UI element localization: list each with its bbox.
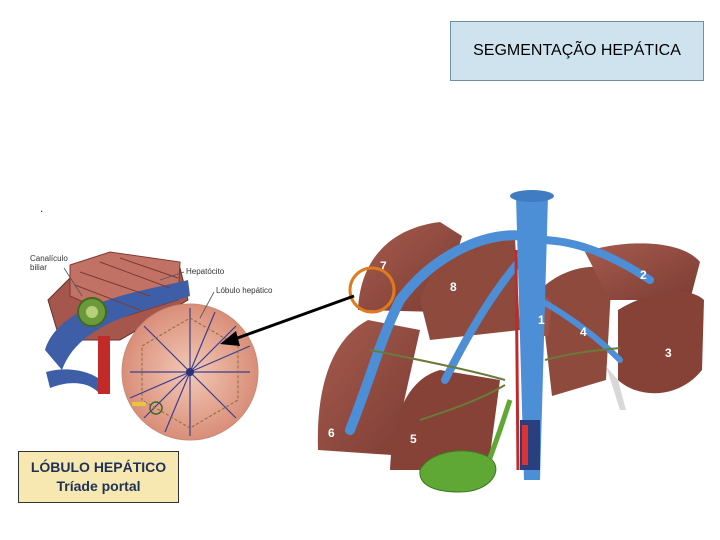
highlight-circle [348, 266, 396, 314]
left-hepatic-vein [345, 230, 533, 435]
lobule-illustration: Canalículo biliar Hepatócito Lóbulo hepá… [30, 201, 273, 441]
segment-5-lobe [390, 370, 500, 470]
connector-arrow [220, 294, 355, 346]
segment-3-label: 3 [665, 346, 672, 360]
cystic-duct [487, 399, 513, 459]
leader-canaliculo [63, 267, 83, 297]
blue-vein-tube-lower [46, 369, 110, 392]
segment-1-label: 1 [538, 313, 545, 327]
label-canaliculo: Canalículo [30, 254, 68, 263]
middle-hepatic-vein [441, 246, 534, 384]
portal-vein-branch [537, 297, 623, 363]
segment-3-lobe [618, 291, 704, 394]
inferior-vena-cava [516, 196, 548, 480]
bile-duct-lumen [86, 306, 98, 318]
hepatocyte-grid [74, 257, 179, 311]
blue-vein-tube [45, 280, 190, 370]
lobule-hexagon [141, 317, 239, 429]
lobule-caption-title: LÓBULO HEPÁTICO [30, 459, 167, 475]
hepatic-artery [514, 249, 520, 471]
label-biliar: biliar [30, 263, 47, 272]
gallbladder [419, 450, 497, 493]
segment-4-label: 4 [580, 325, 587, 339]
page-title: SEGMENTAÇÃO HEPÁTICA [450, 21, 704, 81]
right-hepatic-vein [536, 236, 654, 284]
segment-5-label: 5 [410, 432, 417, 446]
yellow-pointer [132, 402, 146, 406]
segment-2-label: 2 [640, 268, 647, 282]
label-lobulo-hepatico: Lóbulo hepático [216, 286, 273, 295]
leader-lobulo [199, 291, 215, 319]
vena-cava-top [510, 190, 554, 202]
central-vein [186, 368, 194, 376]
segment-6-label: 6 [328, 426, 335, 440]
liver-illustration: 1 2 3 4 5 6 7 8 [317, 190, 704, 493]
segment-7-label: 7 [380, 259, 387, 273]
lobule-sinusoids [129, 308, 251, 436]
lobule-caption-box: LÓBULO HEPÁTICO Tríade portal [18, 451, 179, 503]
dot-mark: . [40, 201, 43, 215]
red-artery [98, 336, 110, 394]
portal-triad-marker [149, 401, 163, 415]
artery-stripe [522, 425, 528, 465]
segment-8-label: 8 [450, 280, 457, 294]
portal-branches [369, 347, 621, 421]
label-hepatocito: Hepatócito [186, 267, 225, 276]
arrowhead-icon [220, 331, 240, 346]
ligament [606, 366, 626, 410]
lobule-caption-subtitle: Tríade portal [56, 478, 141, 494]
leader-hepatocito [159, 271, 185, 281]
segment-4-lobe [540, 266, 612, 396]
